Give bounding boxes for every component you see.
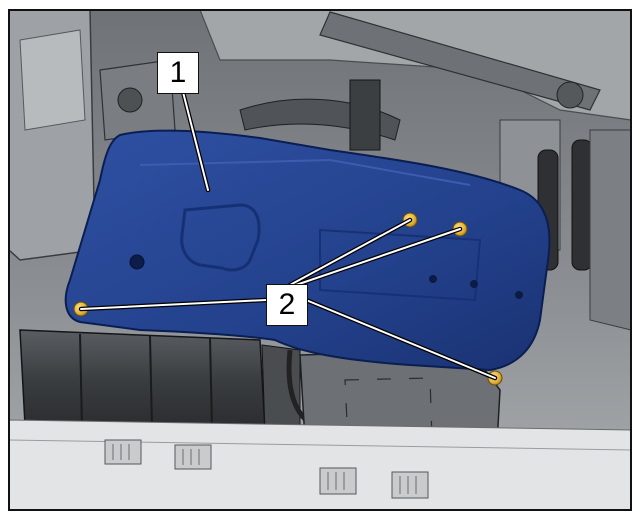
callout-1-label: 1 (157, 52, 199, 94)
bottom-rail (8, 419, 632, 511)
engine-components (8, 9, 632, 331)
lower-canister (19, 329, 322, 441)
leader-lines (78, 89, 498, 381)
figure-frame (8, 9, 632, 511)
callout-2-label: 2 (266, 284, 308, 326)
heat-shield (64, 129, 551, 372)
